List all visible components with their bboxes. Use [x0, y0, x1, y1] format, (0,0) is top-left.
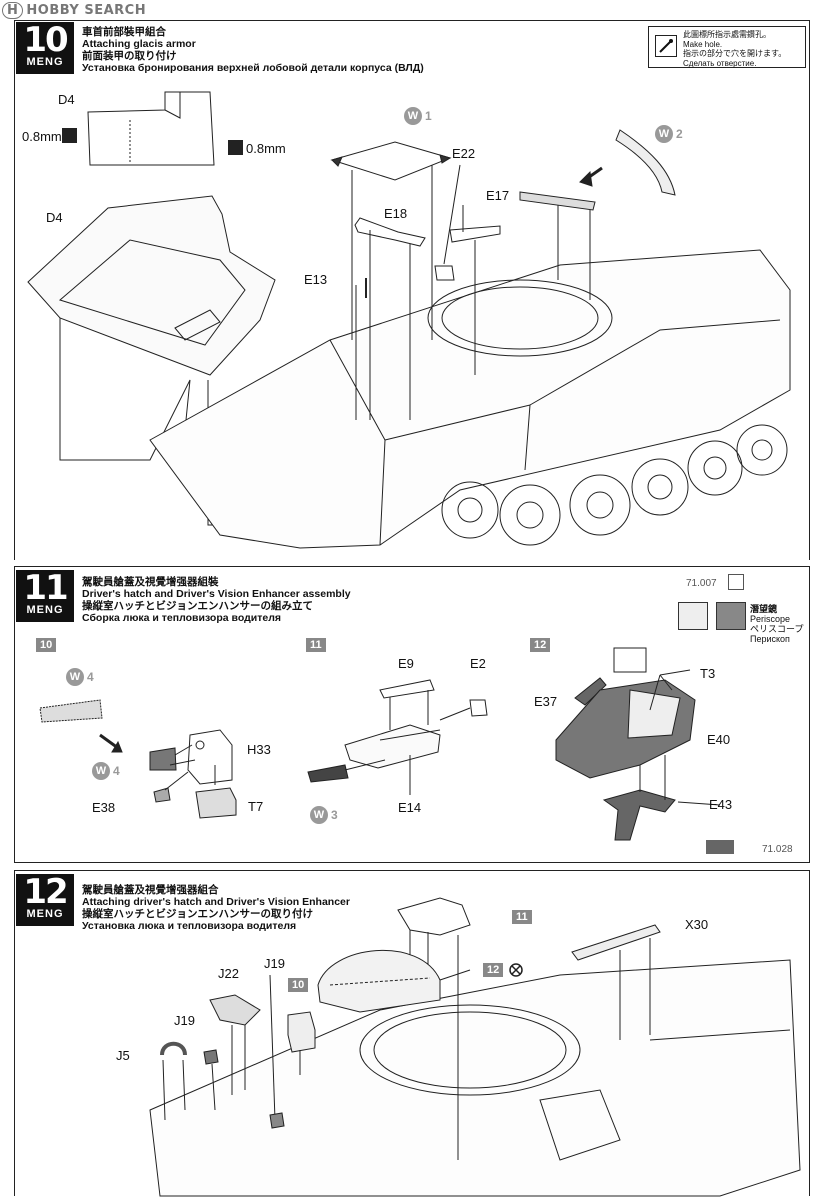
step10-titles: 車首前部裝甲組合 Attaching glacis armor 前面装甲の取り付… [82, 26, 424, 74]
step10-left-border [14, 20, 15, 560]
part-label-h33: H33 [247, 742, 271, 757]
no-glue-icon [509, 963, 523, 977]
weathering-badge-w4-a-num: 4 [87, 670, 94, 684]
weathering-badge-w2: W [655, 125, 673, 143]
weathering-badge-w4-b-num: 4 [113, 764, 120, 778]
part-label-j19-b: J19 [174, 1013, 195, 1028]
part-label-j5: J5 [116, 1048, 130, 1063]
step12-title-cn: 駕駛員艙蓋及視覺增强器組合 [82, 884, 219, 896]
weathering-badge-w3-num: 3 [331, 808, 338, 822]
part-label-x30: X30 [685, 917, 709, 932]
periscope-left-icon [678, 602, 708, 630]
step11-title-jp: 操縦室ハッチとビジョンエンハンサーの組み立て [82, 600, 313, 612]
brand-logo: MENG [26, 604, 64, 616]
part-label-d4-small: D4 [58, 92, 75, 107]
drill-note-ru: Сделать отверстие. [683, 58, 757, 68]
step10-top-border [14, 20, 810, 21]
weathering-badge-w4-a: W [66, 668, 84, 686]
step12-ref-10: 10 [288, 978, 309, 992]
part-label-e37: E37 [534, 694, 558, 709]
part-label-j22: J22 [218, 966, 239, 981]
brush-icon [728, 574, 744, 590]
step12-ref-12: 12 [483, 963, 504, 977]
part-label-e22: E22 [452, 146, 476, 161]
weathering-badge-w1: W [404, 107, 422, 125]
brand-logo: MENG [26, 908, 64, 920]
weathering-badge-w2-num: 2 [676, 127, 683, 141]
color-code-71028: 71.028 [762, 844, 793, 855]
step12-titles: 駕駛員艙蓋及視覺增强器組合 Attaching driver's hatch a… [82, 884, 350, 932]
step12-title-en: Attaching driver's hatch and Driver's Vi… [82, 896, 350, 908]
substep-11: 11 [306, 638, 326, 652]
part-label-e9: E9 [398, 656, 414, 671]
step10-number: 10 [23, 20, 68, 60]
drill-marker-right-icon [228, 140, 243, 155]
drill-note-cn: 此圖標所指示處需鑽孔。 [683, 30, 771, 39]
step11-top-border [14, 566, 810, 567]
part-label-e2: E2 [470, 656, 486, 671]
step11-number: 11 [23, 568, 68, 608]
part-label-e18: E18 [384, 206, 408, 221]
part-label-e14: E14 [398, 800, 422, 815]
step12-title-ru: Установка люка и тепловизора водителя [82, 920, 297, 932]
periscope-ru: Перископ [750, 634, 790, 644]
brand-logo: MENG [26, 56, 64, 68]
drill-marker-left-icon [62, 128, 77, 143]
step12-number-box: 12 MENG [16, 874, 74, 926]
step11-title-cn: 駕駛員艙蓋及視覺增强器組裝 [82, 576, 219, 588]
color-code-71007: 71.007 [686, 578, 717, 589]
step11-number-box: 11 MENG [16, 570, 74, 622]
part-label-t3: T3 [700, 666, 716, 681]
part-label-e40: E40 [707, 732, 731, 747]
periscope-cn: 潛望鏡 [750, 604, 778, 614]
step10-number-box: 10 MENG [16, 22, 74, 74]
drill-note-jp: 指示の部分で穴を開けます。 [683, 49, 787, 58]
step11-titles: 駕駛員艙蓋及視覺增强器組裝 Driver's hatch and Driver'… [82, 576, 351, 624]
step12-top-border [14, 870, 810, 871]
step11-title-ru: Сборка люка и тепловизора водителя [82, 612, 282, 624]
drill-note-en: Make hole. [683, 39, 723, 49]
step11-title-en: Driver's hatch and Driver's Vision Enhan… [82, 588, 351, 600]
step10-title-jp: 前面装甲の取り付け [82, 50, 177, 62]
part-label-e43: E43 [709, 797, 733, 812]
step12-title-jp: 操縦室ハッチとビジョンエンハンサーの取り付け [82, 908, 313, 920]
step10-title-cn: 車首前部裝甲組合 [82, 26, 166, 38]
step10-title-en: Attaching glacis armor [82, 38, 196, 50]
step12-number: 12 [23, 872, 68, 912]
color-swatch-icon [706, 840, 734, 854]
weathering-badge-w3: W [310, 806, 328, 824]
part-label-j19-a: J19 [264, 956, 285, 971]
thickness-label-left: 0.8mm [22, 129, 62, 144]
substep-12: 12 [530, 638, 551, 652]
drill-note-box: 此圖標所指示處需鑽孔。 Make hole. 指示の部分で穴を開けます。 Сде… [648, 26, 806, 68]
step11-left-border [14, 566, 15, 862]
periscope-right-icon [716, 602, 746, 630]
drill-hole-icon [655, 35, 677, 57]
step12-ref-11: 11 [512, 910, 532, 924]
substep-10: 10 [36, 638, 57, 652]
step11-bottom-border [14, 862, 810, 863]
step11-right-border [809, 566, 810, 862]
step12-left-border [14, 870, 15, 1196]
part-label-t7: T7 [248, 799, 264, 814]
step10-title-ru: Установка бронирования верхней лобовой д… [82, 62, 424, 74]
periscope-jp: ペリスコープ [750, 624, 804, 634]
step10-right-border [809, 20, 810, 560]
periscope-en: Periscope [750, 614, 791, 624]
part-label-d4-large: D4 [46, 210, 63, 225]
weathering-badge-w4-b: W [92, 762, 110, 780]
thickness-label-right: 0.8mm [246, 141, 286, 156]
part-label-e17: E17 [486, 188, 510, 203]
step12-right-border [809, 870, 810, 1196]
part-label-e38: E38 [92, 800, 116, 815]
watermark-logo-icon: H [2, 2, 24, 19]
weathering-badge-w1-num: 1 [425, 109, 432, 123]
part-label-e13: E13 [304, 272, 328, 287]
periscope-legend: 潛望鏡 Periscope ペリスコープ Перископ [750, 604, 803, 644]
